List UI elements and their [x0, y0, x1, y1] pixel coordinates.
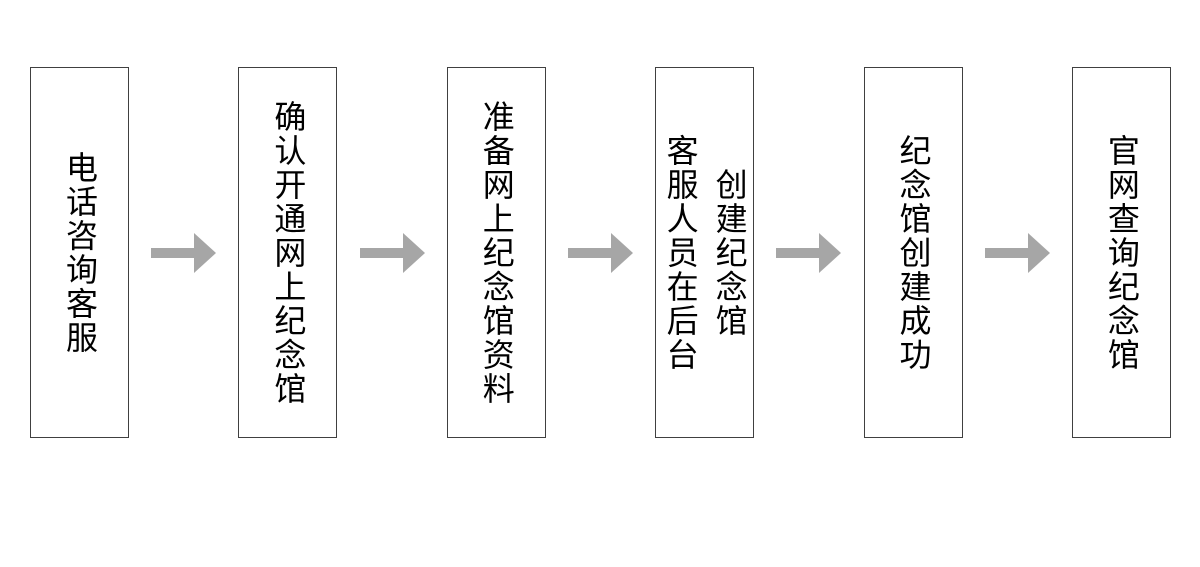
arrow-right-icon — [984, 232, 1050, 273]
arrow-right-shape — [567, 232, 633, 273]
arrow-right-shape — [984, 232, 1050, 273]
flow-step-box-4: 客服人员在后台 创建纪念馆 — [655, 67, 755, 438]
arrow-right-icon — [151, 232, 217, 273]
arrow-right-icon — [359, 232, 425, 273]
flow-step-box-2: 确认开通网上纪念馆 — [238, 67, 338, 438]
flow-step-label-5: 纪念馆创建成功 — [895, 133, 932, 372]
flow-step-label-4: 客服人员在后台 创建纪念馆 — [662, 133, 748, 372]
flow-step-label-3: 准备网上纪念馆资料 — [478, 99, 515, 406]
flow-step-box-6: 官网查询纪念馆 — [1071, 67, 1171, 438]
flowchart: 电话咨询客服 确认开通网上纪念馆 准备网上纪念馆资料 — [30, 67, 1171, 438]
flow-step-label-6: 官网查询纪念馆 — [1103, 133, 1140, 372]
arrow-right-shape — [776, 232, 842, 273]
flow-step-label-1: 电话咨询客服 — [61, 150, 98, 355]
flow-step-box-3: 准备网上纪念馆资料 — [446, 67, 546, 438]
arrow-right-shape — [151, 232, 217, 273]
arrow-right-shape — [359, 232, 425, 273]
arrow-right-icon — [776, 232, 842, 273]
flow-step-box-5: 纪念馆创建成功 — [863, 67, 963, 438]
flow-step-label-2: 确认开通网上纪念馆 — [270, 99, 307, 406]
flow-step-box-1: 电话咨询客服 — [30, 67, 129, 438]
arrow-right-icon — [567, 232, 633, 273]
